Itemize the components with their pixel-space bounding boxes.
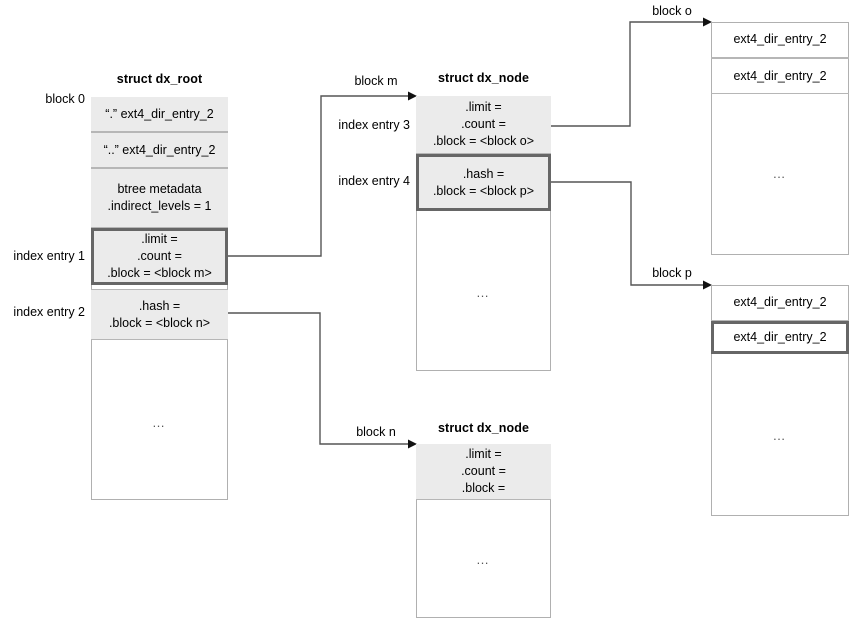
label-block-m: block m [354, 74, 398, 88]
block-p-row-1[interactable]: ext4_dir_entry_2 [711, 321, 849, 354]
dx-node-mid-row-1-line-0: .hash = [462, 166, 505, 181]
dx-root-row-1-line-0: “..” ext4_dir_entry_2 [103, 142, 216, 157]
block-o-box [711, 22, 849, 255]
dx-root-row-3-line-1: .count = [137, 249, 182, 263]
dx-root-row-btree-metadata: btree metadata .indirect_levels = 1 [91, 168, 228, 228]
block-p-row-0[interactable]: ext4_dir_entry_2 [711, 285, 849, 321]
dx-root-row-2-line-0: btree metadata [117, 182, 202, 196]
dx-node-mid-row-index-entry-3[interactable]: .limit = .count = .block = <block o> [416, 96, 551, 154]
block-p-ellipsis: … [772, 428, 788, 443]
dx-node-mid-row-0-line-0: .limit = [465, 100, 502, 114]
title-dx-root: struct dx_root [116, 72, 203, 86]
dx-node-bottom-row-0-line-0: .limit = [465, 447, 502, 461]
dx-root-row-index-entry-1[interactable]: .limit = .count = .block = <block m> [91, 228, 228, 285]
block-p-row-0-line-0: ext4_dir_entry_2 [733, 295, 827, 309]
dx-node-mid-row-index-entry-4[interactable]: .hash = .block = <block p> [416, 154, 551, 211]
block-o-ellipsis: … [772, 166, 788, 181]
dx-root-row-4-line-0: .hash = [138, 298, 181, 313]
title-dx-node-mid: struct dx_node [438, 71, 529, 85]
connector-node-entry3-to-block-o [550, 17, 712, 127]
dx-node-mid-row-1-line-1: .block = <block p> [432, 183, 535, 198]
dx-root-row-3-line-2: .block = <block m> [107, 266, 212, 280]
dx-root-row-4-line-1: .block = <block n> [108, 315, 211, 330]
dx-node-bottom-ellipsis: … [476, 552, 491, 567]
label-block-n: block n [356, 425, 396, 439]
block-p-row-1-line-0: ext4_dir_entry_2 [733, 330, 827, 344]
dx-root-row-dot-entry: “.” ext4_dir_entry_2 [91, 97, 228, 132]
label-block-p: block p [652, 266, 692, 280]
dx-node-mid-ellipsis: … [476, 285, 491, 300]
label-index-entry-2: index entry 2 [13, 305, 85, 319]
label-block-0: block 0 [45, 92, 85, 106]
dx-root-row-2-line-1: .indirect_levels = 1 [107, 199, 212, 213]
label-index-entry-1: index entry 1 [13, 249, 85, 263]
dx-root-row-3-line-0: .limit = [141, 232, 178, 246]
dx-root-row-index-entry-2[interactable]: .hash = .block = <block n> [91, 289, 228, 340]
dx-node-bottom-row-0[interactable]: .limit = .count = .block = [416, 444, 551, 500]
dx-node-mid-row-0-line-2: .block = <block o> [432, 134, 535, 148]
dx-root-row-0-line-0: “.” ext4_dir_entry_2 [105, 106, 214, 121]
label-block-o: block o [652, 4, 692, 18]
dx-root-ellipsis: … [152, 415, 167, 430]
block-o-row-0-line-0: ext4_dir_entry_2 [733, 32, 827, 46]
dx-node-bottom-row-0-line-1: .count = [461, 464, 506, 478]
block-o-row-1-line-0: ext4_dir_entry_2 [733, 68, 827, 83]
label-index-entry-4: index entry 4 [338, 174, 410, 188]
block-o-row-1[interactable]: ext4_dir_entry_2 [711, 58, 849, 94]
dx-node-mid-row-0-line-1: .count = [461, 117, 506, 131]
label-index-entry-3: index entry 3 [338, 118, 410, 132]
title-dx-node-bottom: struct dx_node [438, 421, 529, 435]
dx-root-row-dotdot-entry: “..” ext4_dir_entry_2 [91, 132, 228, 168]
dx-node-bottom-row-0-line-2: .block = [461, 481, 506, 495]
block-o-row-0[interactable]: ext4_dir_entry_2 [711, 22, 849, 58]
